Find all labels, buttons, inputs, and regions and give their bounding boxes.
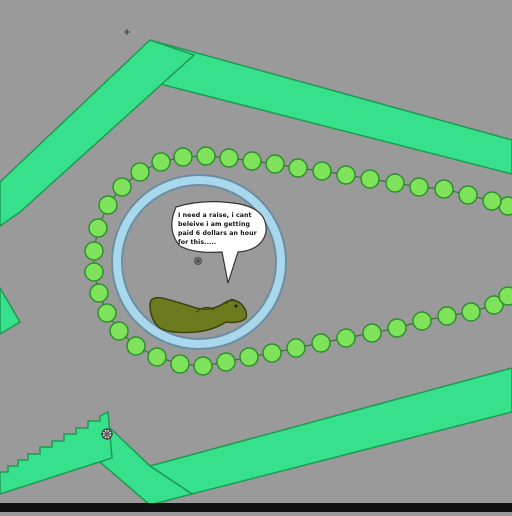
- bead: [312, 161, 332, 181]
- bead: [484, 295, 504, 315]
- bead: [89, 283, 109, 303]
- hamster-leg: [195, 306, 215, 313]
- bead: [498, 286, 512, 306]
- bead: [437, 306, 457, 326]
- speech-bubble: [171, 201, 267, 284]
- bead-chain: [84, 146, 512, 376]
- bead: [173, 147, 193, 167]
- bead: [109, 321, 129, 341]
- upper-left-track: [0, 39, 196, 227]
- bead: [84, 241, 104, 261]
- hamster-eye: [234, 304, 238, 308]
- bead: [434, 179, 454, 199]
- bead: [239, 347, 259, 367]
- bead: [151, 152, 171, 172]
- bead: [409, 177, 429, 197]
- bead: [193, 356, 213, 376]
- bead: [286, 338, 306, 358]
- bead: [385, 173, 405, 193]
- bead: [458, 185, 478, 205]
- hamster-ear: [225, 298, 237, 305]
- bead: [336, 328, 356, 348]
- bead: [461, 302, 481, 322]
- bead: [126, 336, 146, 356]
- bead: [88, 218, 108, 238]
- speech-bubble-text: I need a raise, i cant beleive i am gett…: [178, 212, 257, 246]
- bead: [412, 311, 432, 331]
- bead: [216, 352, 236, 372]
- sparkle-icon: [124, 29, 130, 35]
- bead: [242, 151, 262, 171]
- stair-ramp: [0, 410, 113, 495]
- bead: [360, 169, 380, 189]
- bead: [482, 191, 502, 211]
- bead: [84, 262, 104, 282]
- bead: [196, 146, 216, 166]
- bead: [387, 318, 407, 338]
- hamster: [149, 296, 248, 334]
- bead: [265, 154, 285, 174]
- bead: [97, 303, 117, 323]
- bottom-bar: [0, 503, 512, 512]
- bead: [362, 323, 382, 343]
- gear-icon: [101, 428, 113, 440]
- bead: [130, 162, 150, 182]
- bead: [112, 177, 132, 197]
- bead: [336, 165, 356, 185]
- bead: [98, 195, 118, 215]
- bead: [147, 347, 167, 367]
- bead: [170, 354, 190, 374]
- left-track-tip: [0, 286, 22, 335]
- bead: [288, 158, 308, 178]
- sparkle-icon: [194, 257, 202, 265]
- bead: [311, 333, 331, 353]
- bead: [262, 343, 282, 363]
- bead: [219, 148, 239, 168]
